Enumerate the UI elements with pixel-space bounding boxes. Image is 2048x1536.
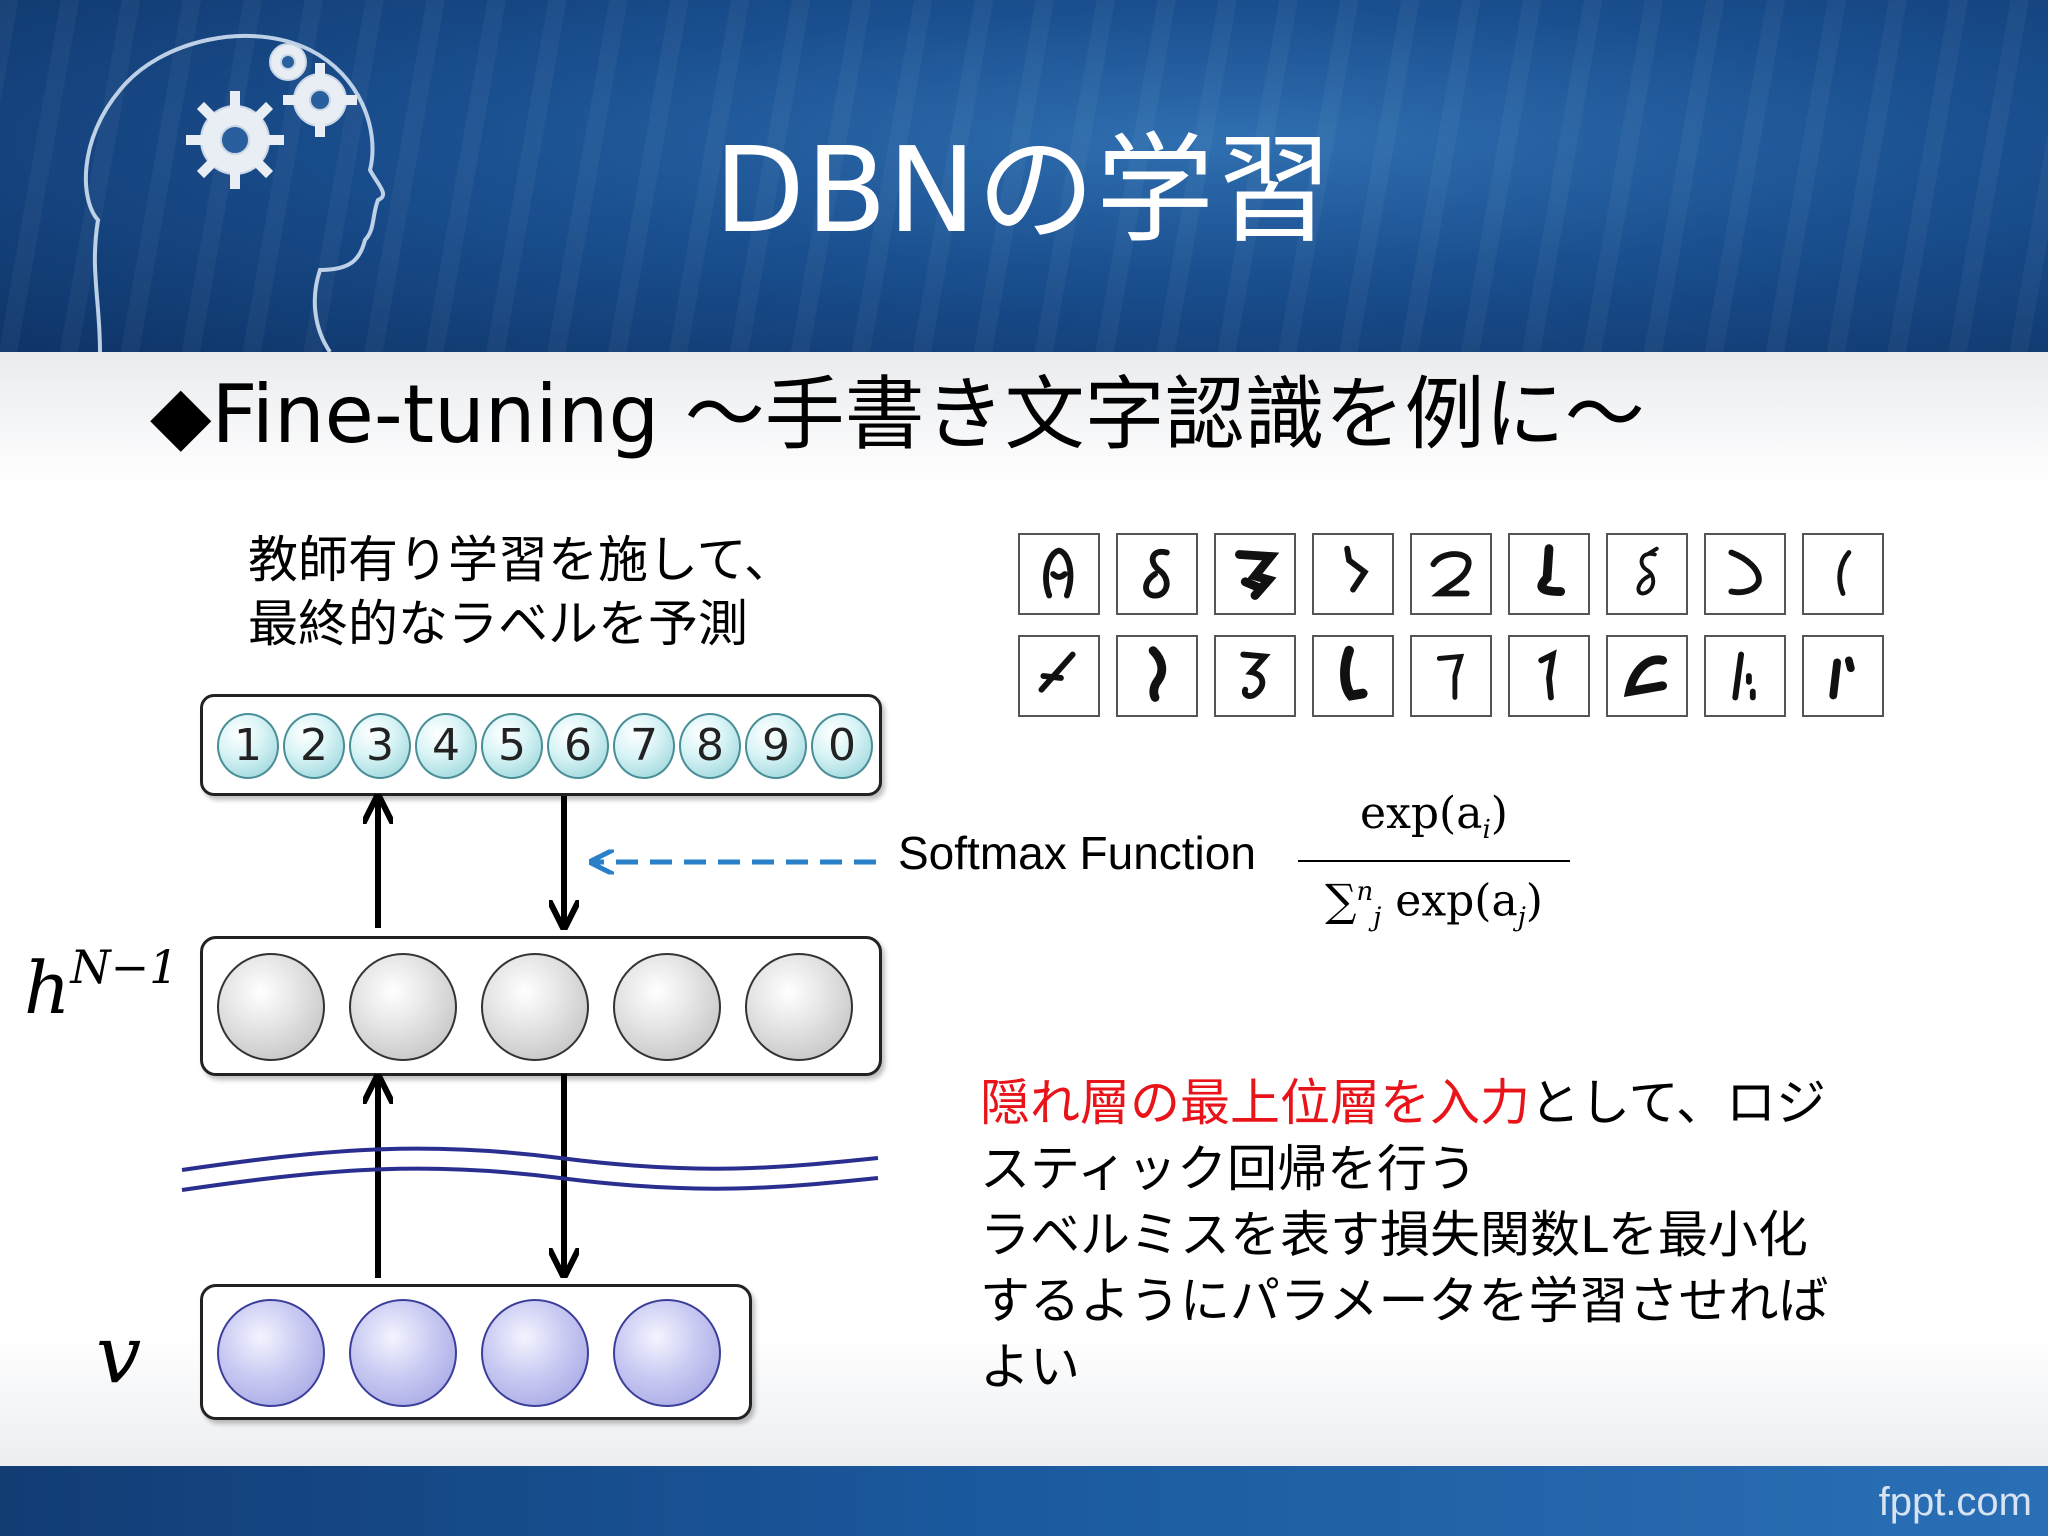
explanation-line: 隠れ層の最上位層を入力として、ロジ <box>980 1070 1829 1136</box>
formula-numerator: exp(ai) <box>1298 788 1570 856</box>
digit-sample <box>1606 635 1688 717</box>
fraction-bar <box>1298 859 1570 862</box>
digit-sample <box>1116 533 1198 615</box>
slide-subtitle: ◆Fine-tuning ～手書き文字認識を例に～ <box>150 368 1645 461</box>
hidden-node <box>349 953 457 1061</box>
visible-node <box>217 1299 325 1407</box>
output-node: 3 <box>349 713 411 779</box>
digit-sample <box>1018 533 1100 615</box>
digit-sample <box>1312 533 1394 615</box>
head-with-gears-icon <box>83 33 385 352</box>
hidden-layer-label: hN−1 <box>24 940 178 1030</box>
digit-sample <box>1018 635 1100 717</box>
hidden-node <box>217 953 325 1061</box>
output-node: 9 <box>745 713 807 779</box>
explanation-line: ラベルミスを表す損失関数Lを最小化 <box>980 1206 1808 1264</box>
output-node: 6 <box>547 713 609 779</box>
watermark: fppt.com <box>1878 1480 2032 1524</box>
digit-sample <box>1410 533 1492 615</box>
header-band: DBNの学習 <box>0 0 2048 352</box>
hidden-node <box>745 953 853 1061</box>
digit-sample <box>1116 635 1198 717</box>
digit-sample <box>1802 533 1884 615</box>
explanation-line: よい <box>980 1338 1080 1396</box>
explanation-text: 隠れ層の最上位層を入力として、ロジ スティック回帰を行う ラベルミスを表す損失関… <box>980 1070 1829 1400</box>
sigma-superscript: n <box>1356 876 1374 907</box>
digit-sample <box>1508 635 1590 717</box>
denominator-text: exp(a <box>1381 875 1518 927</box>
output-node: 5 <box>481 713 543 779</box>
denominator-subscript: j <box>1517 902 1526 933</box>
explanation-line: スティック回帰を行う <box>980 1140 1477 1198</box>
highlight-text: 隠れ層の最上位層を入力 <box>980 1074 1530 1132</box>
hidden-node <box>481 953 589 1061</box>
visible-layer <box>200 1284 752 1420</box>
handwritten-digit-samples <box>1018 533 1888 717</box>
hidden-node <box>613 953 721 1061</box>
numerator-text: exp(a <box>1360 788 1483 839</box>
output-layer: 1 2 3 4 5 6 7 8 9 0 <box>200 694 882 796</box>
digit-sample <box>1508 533 1590 615</box>
output-node: 8 <box>679 713 741 779</box>
output-node: 1 <box>217 713 279 779</box>
hidden-label-superscript: N−1 <box>70 940 179 994</box>
digit-sample <box>1312 635 1394 717</box>
slide-title: DBNの学習 <box>713 121 1335 259</box>
digit-sample <box>1214 635 1296 717</box>
footer-band <box>0 1466 2048 1536</box>
output-node: 0 <box>811 713 873 779</box>
hidden-layer <box>200 936 882 1076</box>
left-caption-line: 最終的なラベルを予測 <box>248 595 748 653</box>
numerator-close: ) <box>1490 788 1508 839</box>
output-node: 2 <box>283 713 345 779</box>
output-node: 7 <box>613 713 675 779</box>
hidden-label-base: h <box>24 946 71 1030</box>
explanation-rest: として、ロジ <box>1530 1074 1826 1132</box>
digit-sample <box>1704 533 1786 615</box>
left-caption-line: 教師有り学習を施して、 <box>248 531 794 589</box>
visible-layer-label: v <box>96 1308 142 1401</box>
digit-sample <box>1802 635 1884 717</box>
digit-sample <box>1704 635 1786 717</box>
digit-sample <box>1410 635 1492 717</box>
visible-node <box>613 1299 721 1407</box>
formula-denominator: ∑nj exp(aj) <box>1298 864 1570 945</box>
numerator-subscript: i <box>1482 814 1491 845</box>
output-node: 4 <box>415 713 477 779</box>
sigma-subscript: j <box>1373 902 1382 933</box>
visible-node <box>349 1299 457 1407</box>
softmax-label: Softmax Function <box>898 827 1256 879</box>
visible-node <box>481 1299 589 1407</box>
denominator-close: ) <box>1525 875 1543 927</box>
left-caption: 教師有り学習を施して、 最終的なラベルを予測 <box>248 528 794 656</box>
sigma-symbol: ∑ <box>1325 875 1357 927</box>
softmax-formula: exp(ai) ∑nj exp(aj) <box>1298 788 1570 945</box>
digit-sample <box>1606 533 1688 615</box>
explanation-line: するようにパラメータを学習させれば <box>980 1272 1829 1330</box>
digit-sample <box>1214 533 1296 615</box>
